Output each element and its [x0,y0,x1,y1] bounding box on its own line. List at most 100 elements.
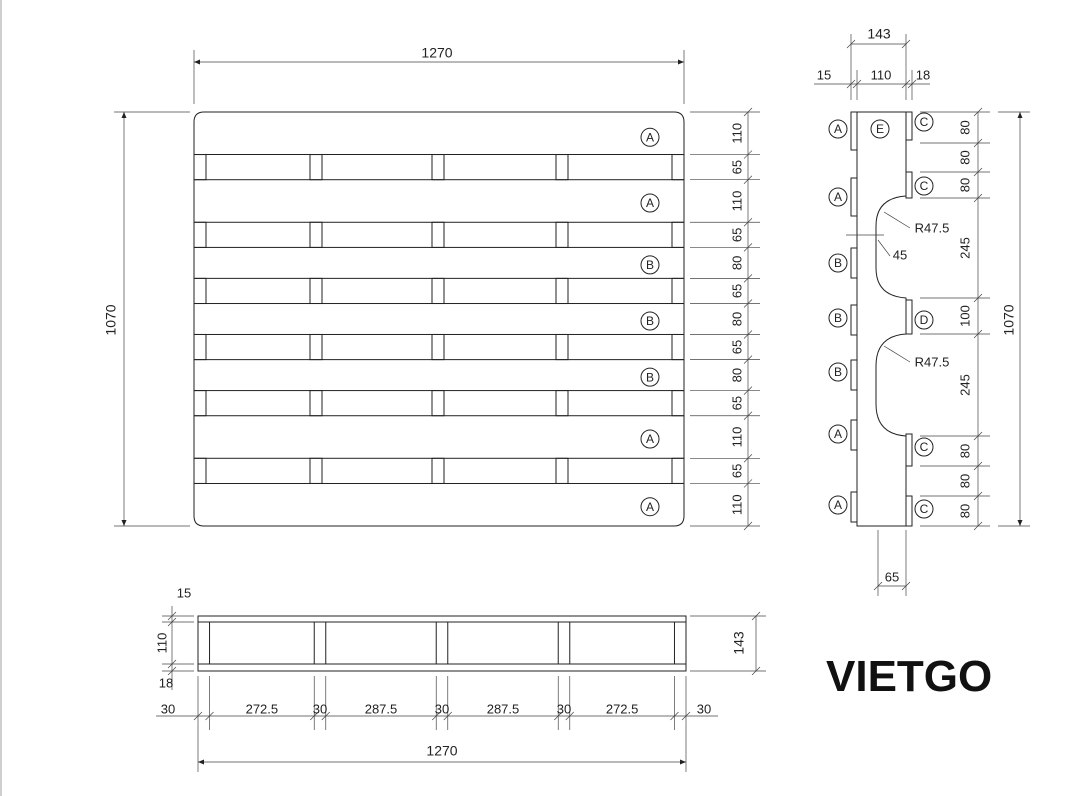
gap-stringer [671,221,685,248]
radius-leader [883,345,911,363]
gap-stringer [555,277,569,305]
deck-board [193,179,685,223]
board-label-circle [640,193,660,213]
front-block [435,621,449,665]
depth-leader [877,239,891,257]
gap-stringer [309,277,323,305]
front-spacing-label: 272.5 [246,701,279,716]
tick [167,617,177,627]
dim-tick [743,243,753,252]
board-width-label: 65 [729,396,744,410]
tick [846,79,856,89]
front-block [313,621,327,665]
side-dim-tick [973,491,983,501]
top-view: AABBBAA110651106580658065806511065110127… [103,45,760,531]
deck-board [193,246,685,279]
side-bottom-label: 65 [885,569,899,584]
gap-stringer [309,154,323,181]
side-dim-tick [973,461,983,471]
tick [321,711,331,721]
side-overall-label: 1070 [1001,304,1017,335]
side-top-board [850,419,858,451]
board-width-label: 65 [729,228,744,242]
side-left-label: A [834,427,842,441]
side-dim-tick [973,167,983,177]
side-bottom-board [905,171,913,199]
board-width-label: 80 [729,312,744,326]
board-width-label: 80 [729,256,744,270]
arrow [680,759,686,765]
side-left-label: A [834,498,842,512]
gap-stringer [671,457,685,484]
gap-stringer [555,390,569,417]
side-left-label: B [834,311,842,325]
board-label: B [646,258,654,272]
overall-width-label: 1270 [421,45,452,61]
side-top-board [850,359,858,391]
dim-tick [743,386,753,395]
side-left-lip-label: 15 [817,67,831,82]
board-width-label: 65 [729,340,744,354]
side-bottom-board [905,433,913,467]
radius-label: R47.5 [915,220,950,235]
dim-tick [743,454,753,463]
arrow [121,520,127,526]
arrow [1017,112,1023,118]
gap-stringer [309,390,323,417]
board-width-label: 65 [729,160,744,174]
side-height-label: 80 [957,504,972,518]
side-left-label: A [834,122,842,136]
side-left-label-circle [828,119,848,139]
side-left-label-circle [828,495,848,515]
side-view: AABBBAACCDCCER47.5R47.545808080245100245… [814,26,1030,596]
arrow [1017,520,1023,526]
dim-tick [743,107,753,117]
side-left-label-circle [828,362,848,382]
dim-tick [743,218,753,227]
side-bottom-board [905,495,913,527]
gap-stringer [671,390,685,417]
radius-label: R47.5 [915,354,950,369]
front-spacing-label: 30 [557,701,571,716]
side-center-label: E [876,122,884,136]
tick [167,659,177,669]
deck-board [193,415,685,459]
tick [553,711,563,721]
tick [901,79,911,89]
side-right-label: C [920,502,929,516]
depth-label: 45 [893,247,907,262]
radius-leader [883,211,911,229]
side-dim-tick [973,138,983,148]
side-dim-tick [973,193,983,203]
board-label-circle [640,255,660,275]
tick [852,79,862,89]
side-height-label: 100 [957,305,972,327]
side-right-label-circle [914,499,934,519]
side-height-label: 80 [957,474,972,488]
side-height-label: 245 [957,374,972,396]
gap-stringer [193,154,207,181]
front-block [673,621,687,665]
front-block-height-label: 110 [154,633,169,654]
side-dim-tick [973,293,983,303]
front-overall-label: 1270 [426,743,457,759]
side-top-board [850,247,858,279]
gap-stringer [309,457,323,484]
gap-stringer [431,154,445,181]
front-bottom-deck [197,663,687,672]
side-right-label-circle [914,176,934,196]
page-edge [0,0,2,796]
board-label: A [646,130,654,144]
front-spacing-label: 287.5 [365,701,398,716]
tick [873,581,883,591]
overall-length-label: 1070 [103,304,119,335]
gap-stringer [431,277,445,305]
tick [901,581,911,591]
side-dim-tick [973,107,983,117]
board-width-label: 110 [729,427,744,448]
board-width-label: 65 [729,464,744,478]
tick [309,711,319,721]
side-total-label: 143 [867,26,891,42]
arrow [198,759,204,765]
arrow [194,59,200,65]
